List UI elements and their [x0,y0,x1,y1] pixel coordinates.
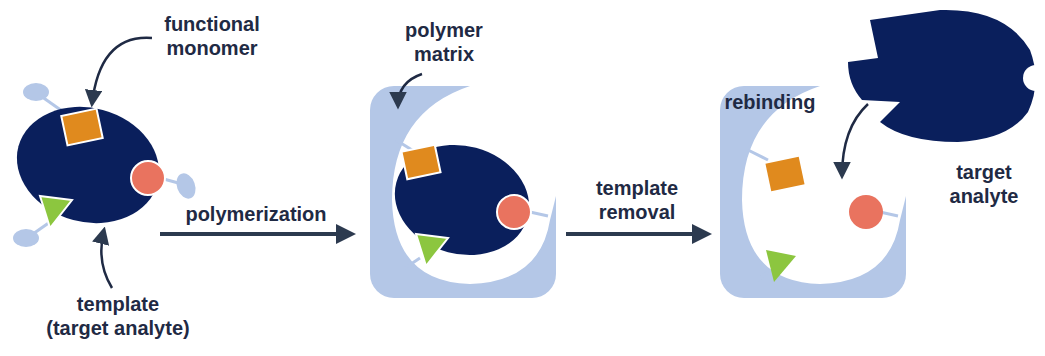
leader-arrow [398,74,422,106]
functional-monomer-triangle [416,234,448,266]
label-text: polymer matrix [405,18,483,66]
monomer-blob [23,83,49,101]
target-analyte-shape [848,10,1045,142]
target-analyte-body [848,10,1036,142]
matrix-link [748,150,768,160]
leader-arrow [92,38,152,104]
template-molecule [4,91,173,238]
monomer-blob [173,171,199,202]
label-text: rebinding [724,90,815,114]
polymer-matrix-block [370,86,556,298]
template-complex [4,83,199,247]
process-arrow [566,232,708,236]
binding-notch [1023,65,1045,91]
label-text: template removal [596,176,678,224]
matrix-link [405,258,420,268]
label-text: template (target analyte) [46,292,189,340]
leader-arrow [101,230,112,288]
label-text: polymerization [185,202,326,226]
polymer-matrix-block [720,86,906,298]
imprinted-cavity [720,86,906,298]
functional-monomer-circle [131,161,165,195]
rebinding-arrow [842,104,868,176]
label-text: functional monomer [164,12,260,60]
template-molecule [382,130,541,270]
functional-monomer-circle [497,195,531,229]
process-arrow [160,232,352,236]
cavity [742,86,906,284]
matrix-link [758,270,770,280]
label-text: target analyte [950,160,1019,208]
functional-monomer-square [401,145,440,179]
functional-monomer-square [61,109,102,146]
functional-monomer-circle [849,195,883,229]
matrix-link [530,212,548,216]
functional-monomer-triangle [40,196,72,228]
imprinted-polymer [370,86,556,298]
functional-monomer-triangle [766,250,796,282]
monomer-blob [13,229,39,247]
matrix-link [396,140,412,150]
functional-monomer-square [765,157,804,191]
